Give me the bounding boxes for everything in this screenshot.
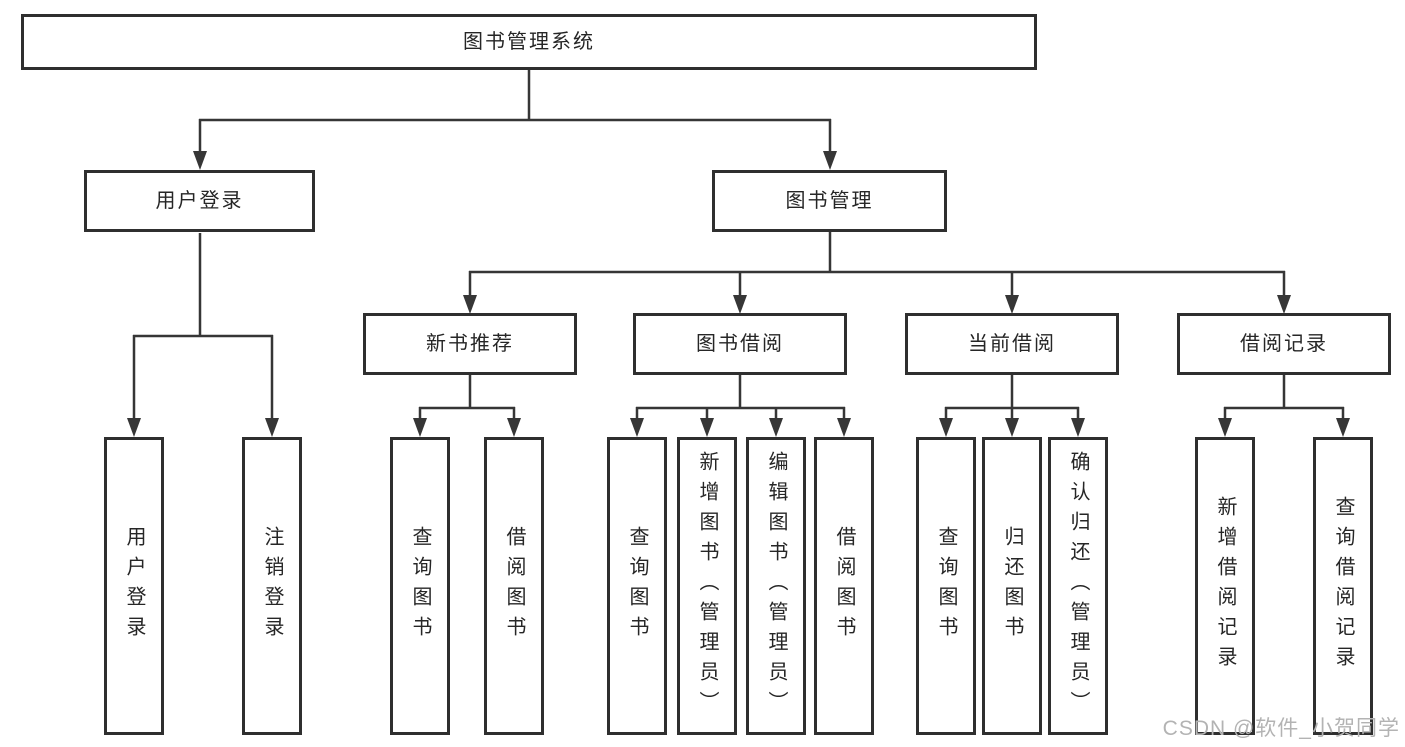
node-label: 图书管理系统 bbox=[463, 31, 595, 53]
connector-new-books-to-leaves bbox=[413, 375, 521, 437]
leaf-confirm-return-admin: 确认归还（管理员） bbox=[1048, 437, 1108, 735]
node-library-system: 图书管理系统 bbox=[21, 14, 1037, 70]
node-label: 查询图书 bbox=[626, 526, 648, 646]
node-label: 借阅记录 bbox=[1240, 333, 1328, 355]
leaf-borrow-books: 借阅图书 bbox=[814, 437, 874, 735]
node-label: 用户登录 bbox=[123, 526, 145, 646]
node-label: 查询图书 bbox=[409, 526, 431, 646]
node-label: 借阅图书 bbox=[833, 526, 855, 646]
node-label: 当前借阅 bbox=[968, 333, 1056, 355]
node-label: 图书借阅 bbox=[696, 333, 784, 355]
connector-borrow-records-to-leaves bbox=[1218, 375, 1350, 437]
leaf-query-books-borrow: 查询图书 bbox=[607, 437, 667, 735]
node-current-borrowing: 当前借阅 bbox=[905, 313, 1119, 375]
leaf-add-borrow-record: 新增借阅记录 bbox=[1195, 437, 1255, 735]
leaf-query-books-current: 查询图书 bbox=[916, 437, 976, 735]
node-label: 新书推荐 bbox=[426, 333, 514, 355]
node-label: 借阅图书 bbox=[503, 526, 525, 646]
node-label: 查询借阅记录 bbox=[1332, 496, 1354, 676]
connector-book-borrow-to-leaves bbox=[630, 375, 851, 437]
node-book-management: 图书管理 bbox=[712, 170, 947, 232]
node-label: 新增借阅记录 bbox=[1214, 496, 1236, 676]
connector-current-borrow-to-leaves bbox=[939, 375, 1085, 437]
csdn-watermark: CSDN @软件_小贺同学 bbox=[1162, 717, 1400, 740]
node-borrowing-records: 借阅记录 bbox=[1177, 313, 1391, 375]
node-label: 图书管理 bbox=[785, 190, 874, 212]
leaf-query-books-recommend: 查询图书 bbox=[390, 437, 450, 735]
connector-book-mgmt-to-level3 bbox=[463, 232, 1291, 314]
leaf-logout: 注销登录 bbox=[242, 437, 302, 735]
node-label: 查询图书 bbox=[935, 526, 957, 646]
connector-root-to-level2 bbox=[193, 70, 837, 170]
leaf-query-borrow-record: 查询借阅记录 bbox=[1313, 437, 1373, 735]
leaf-borrow-books-recommend: 借阅图书 bbox=[484, 437, 544, 735]
node-label: 用户登录 bbox=[155, 190, 244, 212]
node-label: 确认归还（管理员） bbox=[1067, 451, 1089, 721]
leaf-edit-book-admin: 编辑图书（管理员） bbox=[746, 437, 806, 735]
leaf-user-login: 用户登录 bbox=[104, 437, 164, 735]
leaf-add-book-admin: 新增图书（管理员） bbox=[677, 437, 737, 735]
node-label: 编辑图书（管理员） bbox=[765, 451, 787, 721]
node-user-login: 用户登录 bbox=[84, 170, 315, 232]
connector-user-login-to-leaves bbox=[127, 233, 279, 437]
node-book-borrowing: 图书借阅 bbox=[633, 313, 847, 375]
node-label: 新增图书（管理员） bbox=[696, 451, 718, 721]
leaf-return-book: 归还图书 bbox=[982, 437, 1042, 735]
node-label: 归还图书 bbox=[1001, 526, 1023, 646]
node-label: 注销登录 bbox=[261, 526, 283, 646]
node-new-book-recommend: 新书推荐 bbox=[363, 313, 577, 375]
